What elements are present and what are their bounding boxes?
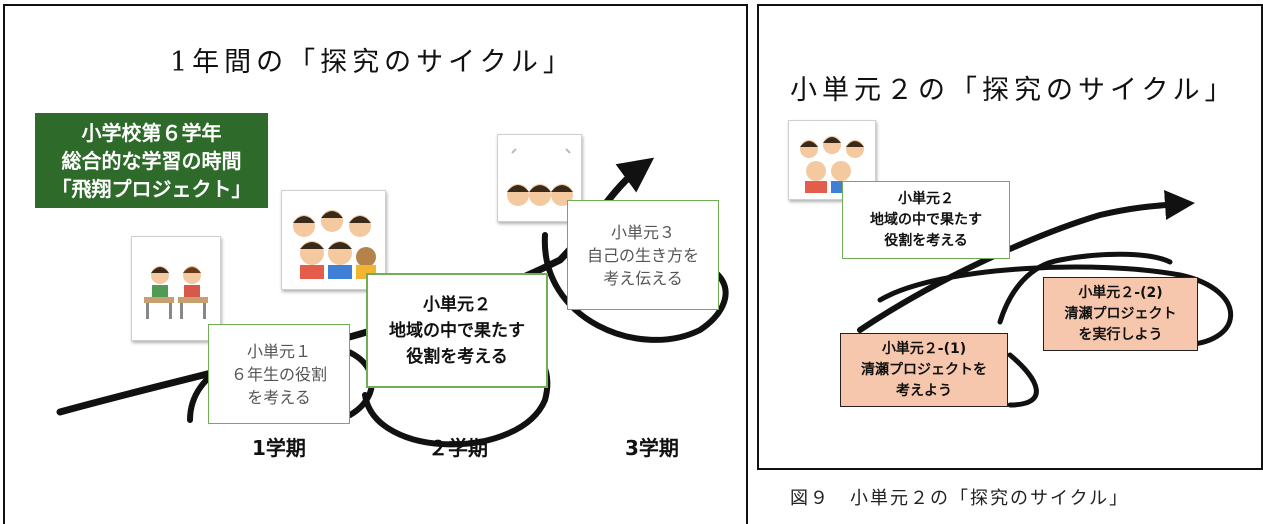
right-unit2-line-3: 役割を考える: [884, 232, 968, 249]
unit1-line-3: を考える: [247, 387, 311, 407]
sub-unit-1-line-2: 清瀬プロジェクトを: [861, 361, 987, 378]
right-loop-arrow: [877, 264, 1234, 348]
sub-unit-1-line-1: 小単元２-(1): [881, 340, 967, 357]
unit2-line-1: 小単元２: [423, 294, 491, 315]
right-main-cycle-arrow: [857, 190, 1195, 333]
unit2-line-3: 役割を考える: [406, 346, 508, 367]
right-children-group-image: [788, 120, 876, 200]
sub-unit-2-line-1: 小単元２-(2): [1078, 284, 1163, 301]
three-children-icon: [507, 148, 573, 206]
right-unit2-line-2: 地域の中で果たす: [870, 211, 982, 228]
right-loop-arrow-2: [997, 251, 1173, 325]
right-loop-arrow-1: [1007, 352, 1039, 408]
unit2-box: 小単元２ 地域の中で果たす 役割を考える: [366, 273, 548, 388]
term-2-label: ２学期: [428, 436, 488, 460]
term-3-label: 3学期: [625, 436, 679, 460]
unit1-line-2: ６年生の役割: [230, 364, 327, 384]
unit1-box: 小単元１ ６年生の役割 を考える: [208, 324, 350, 424]
badge-line-2: 総合的な学習の時間: [61, 149, 242, 173]
students-image: [131, 236, 221, 341]
unit1-line-1: 小単元１: [246, 341, 311, 361]
unit2-line-2: 地域の中で果たす: [389, 320, 525, 341]
sub-unit-2-line-3: を実行しよう: [1078, 326, 1163, 343]
unit3-line-1: 小単元３: [610, 222, 675, 242]
right-title: 小単元２の「探究のサイクル」: [790, 75, 1237, 106]
right-unit2-line-1: 小単元２: [898, 190, 954, 207]
unit3-line-3: 考え伝える: [603, 268, 683, 288]
right-unit2-box: 小単元２ 地域の中で果たす 役割を考える: [842, 181, 1010, 259]
unit3-line-2: 自己の生き方を: [586, 245, 699, 265]
sub-unit-2-box: 小単元２-(2) 清瀬プロジェクト を実行しよう: [1043, 277, 1198, 351]
figure-caption: 図９ 小単元２の「探究のサイクル」: [790, 488, 1130, 509]
sub-unit-2-line-2: 清瀬プロジェクト: [1064, 305, 1177, 322]
unit3-box: 小単元３ 自己の生き方を 考え伝える: [567, 200, 719, 310]
left-title: 1年間の「探究のサイクル」: [170, 47, 575, 78]
term-1-label: 1学期: [252, 436, 306, 460]
badge-line-1: 小学校第６学年: [81, 121, 222, 145]
badge-line-3: 「飛翔プロジェクト」: [51, 177, 252, 201]
sub-unit-1-line-3: 考えよう: [896, 382, 952, 399]
students-icon: [144, 266, 208, 319]
project-badge: 小学校第６学年 総合的な学習の時間 「飛翔プロジェクト」: [35, 113, 268, 208]
sub-unit-1-box: 小単元２-(1) 清瀬プロジェクトを 考えよう: [840, 333, 1008, 407]
